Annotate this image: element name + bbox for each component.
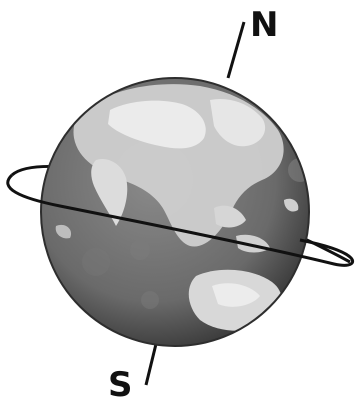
north-axis-line — [228, 22, 244, 78]
south-axis-line — [146, 344, 156, 385]
south-pole-label: S — [108, 365, 133, 405]
north-pole-label: N — [250, 5, 278, 45]
earth-globe — [41, 78, 312, 346]
